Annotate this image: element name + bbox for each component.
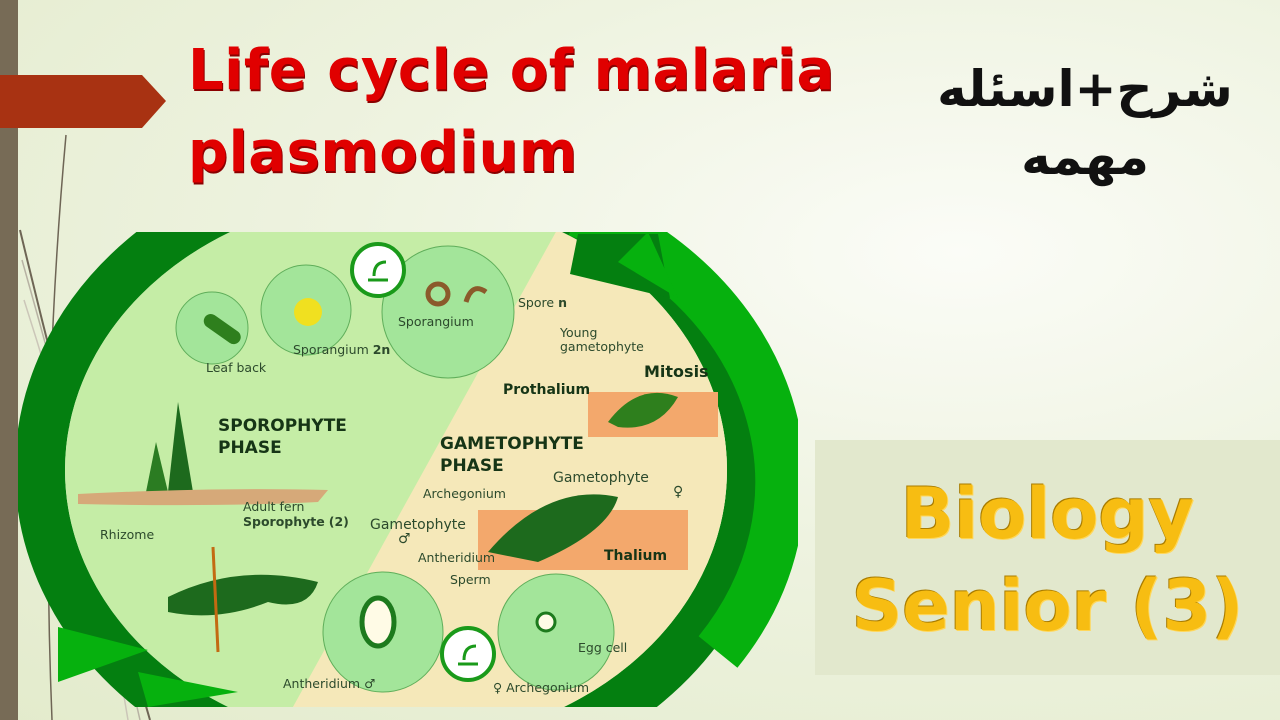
label-antheridium-top: Antheridium <box>418 550 496 565</box>
arabic-line-1: شرح+اسئله <box>937 60 1233 118</box>
label-spore: Spore n <box>518 295 567 310</box>
course-label: Biology Senior (3) <box>815 468 1280 652</box>
label-antheridium-bottom: Antheridium ♂ <box>283 676 376 691</box>
label-leaf-back: Leaf back <box>206 360 267 375</box>
label-gametophyte-female: Gametophyte <box>553 470 649 486</box>
course-line-2: Senior (3) <box>851 565 1244 647</box>
title-line-2: plasmodium <box>188 120 578 185</box>
female-symbol: ♀ <box>673 484 684 500</box>
life-cycle-graphic <box>18 232 798 707</box>
label-gametophyte-male: Gametophyte <box>370 517 466 533</box>
label-sperm: Sperm <box>450 572 491 587</box>
side-bar <box>0 0 18 720</box>
label-egg-cell: Egg cell <box>578 640 628 655</box>
title-line-1: Life cycle of malaria <box>188 38 835 103</box>
label-thalium: Thalium <box>604 548 668 564</box>
label-prothalium: Prothalium <box>503 382 591 398</box>
microscope-icon-bottom <box>440 626 496 682</box>
label-archegonium-bottom: ♀ Archegonium <box>493 680 590 695</box>
label-sporangium-2n: Sporangium 2n <box>293 342 391 357</box>
fern-life-cycle-diagram: Leaf back Sporangium 2n Sporangium Spore… <box>18 232 798 707</box>
arabic-line-2: مهمه <box>1021 128 1149 186</box>
label-sporangium: Sporangium <box>398 314 474 329</box>
course-line-1: Biology <box>900 473 1195 555</box>
microscope-icon-top <box>350 242 406 298</box>
title-arrow-tab <box>0 75 166 128</box>
label-rhizome: Rhizome <box>100 527 155 542</box>
page-title: Life cycle of malaria plasmodium <box>188 30 835 194</box>
arabic-subtitle: شرح+اسئله مهمه <box>910 55 1260 191</box>
label-mitosis: Mitosis <box>644 362 709 381</box>
label-archegonium-top: Archegonium <box>423 486 506 501</box>
course-label-box: Biology Senior (3) <box>815 440 1280 675</box>
male-symbol: ♂ <box>398 531 411 547</box>
